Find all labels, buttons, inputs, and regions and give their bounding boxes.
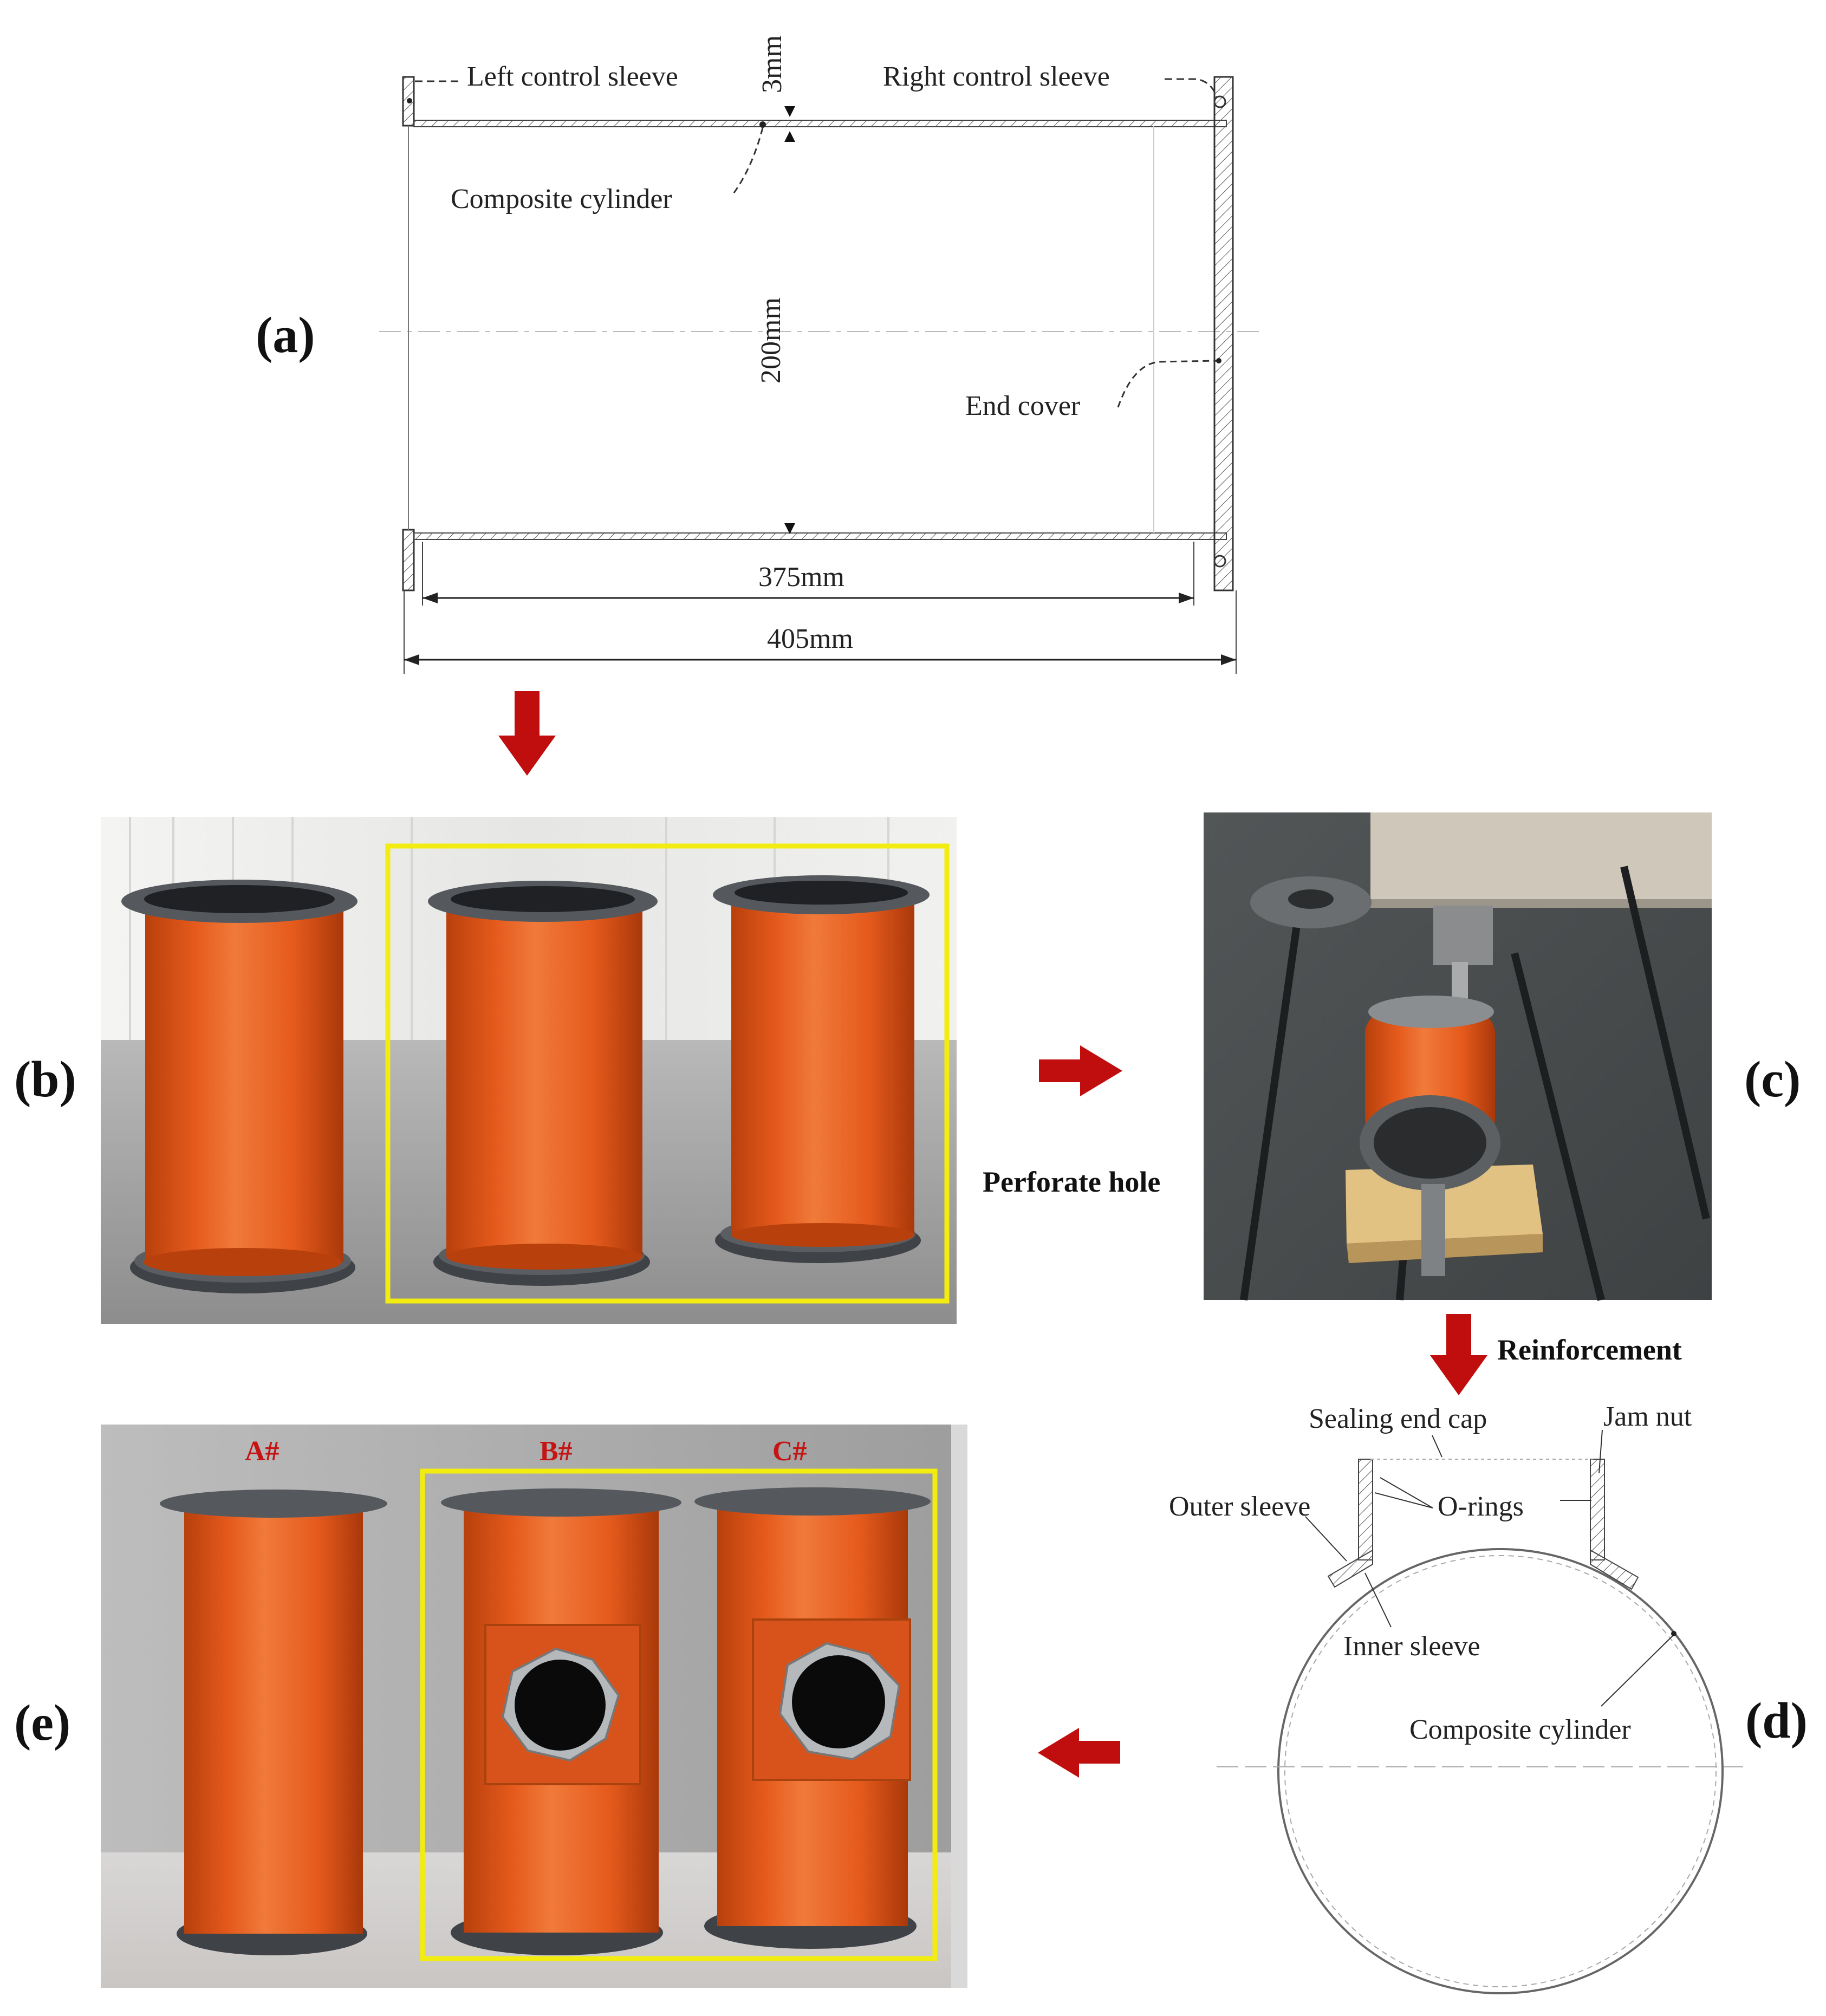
end-cover bbox=[1213, 76, 1234, 591]
panel-label-b: (b) bbox=[14, 1051, 76, 1108]
right-sleeve-label: Right control sleeve bbox=[883, 61, 1110, 92]
jam-nut-label: Jam nut bbox=[1603, 1401, 1692, 1432]
panel-label-c: (c) bbox=[1744, 1051, 1801, 1108]
thickness-arrow-bottom bbox=[784, 131, 795, 142]
diameter-arrow bbox=[784, 523, 795, 534]
step-perforate: Perforate hole bbox=[983, 1166, 1160, 1198]
left-sleeve-label: Left control sleeve bbox=[467, 61, 678, 92]
o-rings-label: O-rings bbox=[1438, 1491, 1524, 1522]
step-reinforcement: Reinforcement bbox=[1497, 1334, 1682, 1366]
highlight-box-b bbox=[385, 843, 950, 1304]
highlight-box-e bbox=[420, 1468, 938, 1961]
panel-label-a: (a) bbox=[256, 307, 315, 363]
panel-a-drawing: (a) Left control sleeve 3mm Right contro… bbox=[256, 35, 1262, 674]
panel-b-photo: (b) bbox=[14, 817, 957, 1324]
bolt-bottom-icon bbox=[1213, 555, 1226, 568]
bolt-top-icon bbox=[1213, 95, 1226, 108]
cylinder-section bbox=[1277, 1548, 1724, 1994]
right-arrow-icon bbox=[1039, 1045, 1122, 1096]
tube-wall-top bbox=[413, 120, 1227, 127]
diameter-label: 200mm bbox=[756, 297, 787, 383]
composite-label-a: Composite cylinder bbox=[451, 184, 672, 214]
sealing-cap-label: Sealing end cap bbox=[1309, 1403, 1487, 1434]
inner-length-label: 375mm bbox=[758, 562, 844, 593]
thickness-label: 3mm bbox=[757, 35, 788, 93]
tag-c: C# bbox=[772, 1436, 807, 1467]
panel-d-drawing: (d) Sealing end cap Jam nut Outer sleeve… bbox=[1169, 1401, 1808, 1994]
tube-wall-bottom bbox=[413, 532, 1227, 540]
down-arrow-icon bbox=[498, 691, 556, 776]
inner-sleeve-label: Inner sleeve bbox=[1343, 1631, 1480, 1662]
thickness-arrow-top bbox=[784, 106, 795, 117]
left-sleeve-bottom bbox=[402, 529, 415, 591]
composite-label-d: Composite cylinder bbox=[1409, 1714, 1631, 1745]
left-arrow-icon bbox=[1038, 1728, 1120, 1778]
down-arrow-reinforce-icon bbox=[1430, 1314, 1487, 1395]
end-cover-label: End cover bbox=[965, 391, 1080, 421]
total-length-label: 405mm bbox=[767, 623, 853, 654]
tag-a: A# bbox=[245, 1436, 280, 1467]
tag-b: B# bbox=[540, 1436, 573, 1467]
panel-e-photo: (e) A# B# C# bbox=[14, 1425, 967, 1988]
outer-sleeve-label: Outer sleeve bbox=[1169, 1491, 1310, 1522]
panel-label-d: (d) bbox=[1745, 1693, 1808, 1749]
panel-label-e: (e) bbox=[14, 1695, 70, 1751]
panel-c-photo: (c) bbox=[1204, 812, 1801, 1301]
